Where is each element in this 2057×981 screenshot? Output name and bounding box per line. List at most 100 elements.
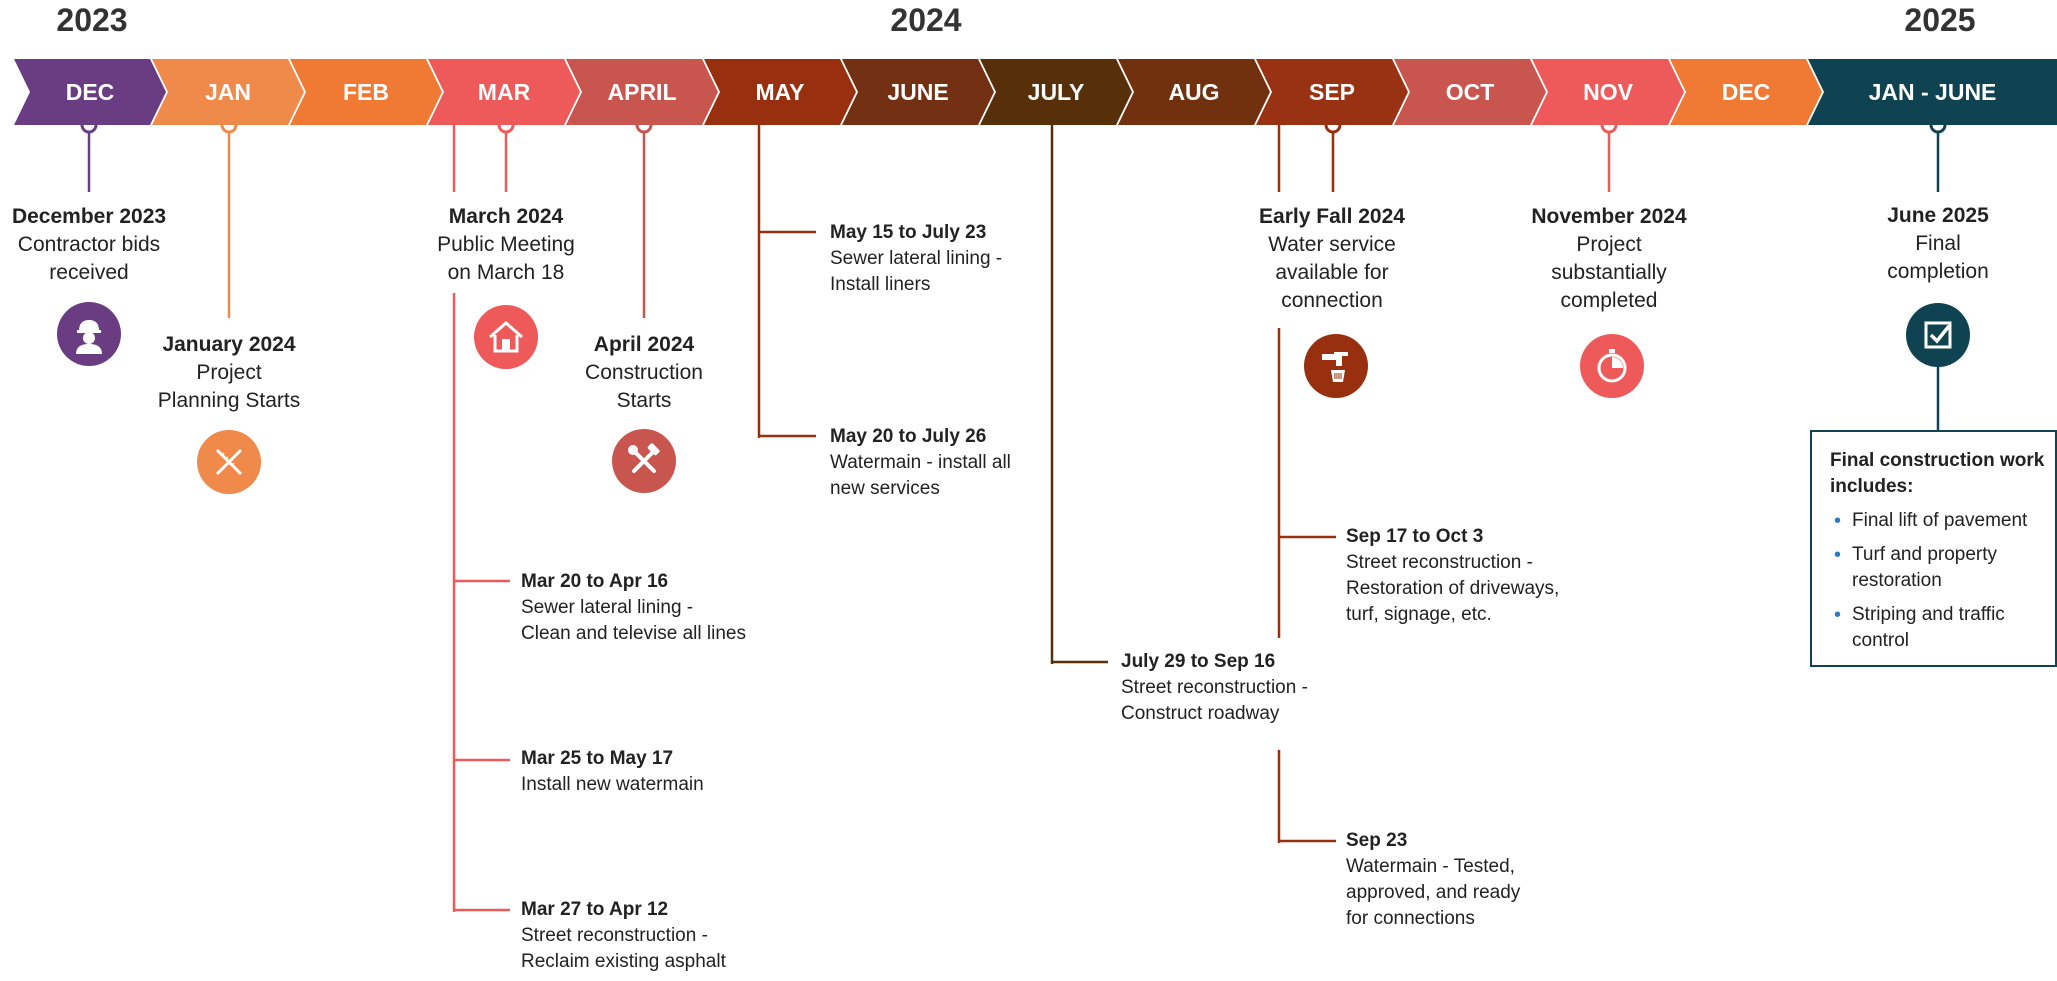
task-desc: Install liners [830, 274, 931, 295]
month-label: JAN - JUNE [1868, 78, 1997, 105]
month-label: JAN [204, 78, 251, 105]
milestone-nov2024: November 2024 Project substantially comp… [1531, 203, 1686, 315]
task-sewer-lining-install: May 15 to July 23 Sewer lateral lining -… [830, 220, 1002, 298]
month-mar-3: MAR [428, 59, 580, 125]
task-new-watermain: Mar 25 to May 17 Install new watermain [521, 746, 704, 798]
month-may-5: MAY [704, 59, 856, 125]
task-dates: July 29 to Sep 16 [1121, 651, 1276, 672]
month-label: MAY [755, 78, 805, 105]
task-reclaim-asphalt: Mar 27 to Apr 12 Street reconstruction -… [521, 897, 726, 975]
month-july-7: JULY [980, 59, 1132, 125]
month-feb-2: FEB [290, 59, 442, 125]
task-desc: Reclaim existing asphalt [521, 951, 726, 972]
year-2023-heading: 2023 [56, 2, 128, 38]
milestone-desc: Construction [585, 361, 703, 384]
final-work-item-line: Turf and property [1852, 544, 1998, 565]
task-dates: Mar 20 to Apr 16 [521, 571, 669, 592]
task-desc: approved, and ready [1346, 882, 1521, 903]
worker-icon [57, 302, 121, 366]
final-work-heading: Final construction work [1830, 450, 2045, 471]
task-desc: Construct roadway [1121, 703, 1280, 724]
month-oct-10: OCT [1394, 59, 1546, 125]
month-dec-0: DEC [14, 59, 166, 125]
task-desc: Clean and televise all lines [521, 623, 746, 644]
milestone-desc: Starts [616, 389, 672, 412]
milestone-fall2024: Early Fall 2024 Water service available … [1259, 203, 1405, 315]
milestone-desc: completed [1560, 289, 1658, 312]
final-work-box: Final construction work includes: Final … [1810, 430, 2057, 667]
milestone-title: April 2024 [593, 333, 695, 356]
task-dates: May 20 to July 26 [830, 426, 987, 447]
task-dates: Mar 27 to Apr 12 [521, 899, 669, 920]
final-work-item-line: control [1852, 630, 1910, 651]
final-work-item: Striping and traffic control [1830, 602, 2047, 654]
tools-icon [612, 429, 676, 493]
ruler-pencil-icon [197, 430, 261, 494]
month-aug-8: AUG [1118, 59, 1270, 125]
task-desc: Watermain - install all [830, 452, 1011, 473]
milestone-desc: Planning Starts [157, 389, 301, 412]
month-june-6: JUNE [842, 59, 994, 125]
house-icon [474, 305, 538, 369]
milestone-jun2025: June 2025 Final completion [1887, 202, 1989, 286]
milestone-title: March 2024 [448, 205, 564, 228]
task-dates: Sep 23 [1346, 830, 1408, 851]
task-dates: Mar 25 to May 17 [521, 748, 674, 769]
milestone-desc: connection [1281, 289, 1383, 312]
task-sewer-clean: Mar 20 to Apr 16 Sewer lateral lining - … [521, 569, 746, 647]
task-desc: Street reconstruction - [1121, 677, 1308, 698]
month-jan-1: JAN [152, 59, 304, 125]
milestone-apr2024: April 2024 Construction Starts [585, 331, 703, 415]
milestone-title: Early Fall 2024 [1259, 205, 1405, 228]
milestone-title: November 2024 [1531, 205, 1687, 228]
milestone-desc: Contractor bids [17, 233, 161, 256]
milestone-desc: substantially [1551, 261, 1667, 284]
milestone-desc: available for [1275, 261, 1389, 284]
task-restoration: Sep 17 to Oct 3 Street reconstruction - … [1346, 524, 1559, 628]
month-label: AUG [1168, 78, 1220, 105]
task-desc: for connections [1346, 908, 1475, 929]
task-desc: new services [830, 478, 940, 499]
milestone-desc: on March 18 [447, 261, 565, 284]
task-construct-roadway: July 29 to Sep 16 Street reconstruction … [1121, 649, 1308, 727]
final-work-list: Final lift of pavement Turf and property… [1830, 508, 2047, 654]
milestone-desc: Public Meeting [437, 233, 575, 256]
month-dec-12: DEC [1670, 59, 1822, 125]
month-label: NOV [1583, 78, 1633, 105]
task-watermain-tested: Sep 23 Watermain - Tested, approved, and… [1346, 828, 1520, 932]
task-desc: Street reconstruction - [521, 925, 708, 946]
month-label: DEC [1721, 78, 1771, 105]
task-desc: Street reconstruction - [1346, 552, 1533, 573]
task-desc: Install new watermain [521, 774, 704, 795]
month-label: OCT [1445, 78, 1495, 105]
milestone-desc: completion [1887, 260, 1989, 283]
month-april-4: APRIL [566, 59, 718, 125]
month-nov-11: NOV [1532, 59, 1684, 125]
month-label: MAR [477, 78, 531, 105]
milestone-title: December 2023 [11, 205, 167, 228]
task-watermain-services: May 20 to July 26 Watermain - install al… [830, 424, 1011, 502]
milestone-dec2023: December 2023 Contractor bids received [12, 203, 166, 287]
month-label: JULY [1027, 78, 1085, 105]
task-desc: Restoration of driveways, [1346, 578, 1560, 599]
final-work-heading: includes: [1830, 476, 1914, 497]
month-sep-9: SEP [1256, 59, 1408, 125]
stopwatch-icon [1580, 334, 1644, 398]
milestone-title: January 2024 [162, 333, 296, 356]
month-label: APRIL [607, 78, 677, 105]
month-jan-june-13: JAN - JUNE [1808, 59, 2057, 125]
milestone-desc: Final [1915, 232, 1961, 255]
task-desc: Sewer lateral lining - [521, 597, 694, 618]
month-label: JUNE [887, 78, 949, 105]
final-work-item-line: Striping and traffic [1852, 604, 2005, 625]
month-label: DEC [65, 78, 115, 105]
milestone-desc: Project [196, 361, 262, 384]
faucet-icon [1304, 334, 1368, 398]
task-desc: Watermain - Tested, [1346, 856, 1515, 877]
checkbox-icon [1906, 303, 1970, 367]
year-2025-heading: 2025 [1904, 2, 1976, 38]
final-work-item: Final lift of pavement [1830, 508, 2047, 534]
milestone-jan2024: January 2024 Project Planning Starts [158, 331, 300, 415]
